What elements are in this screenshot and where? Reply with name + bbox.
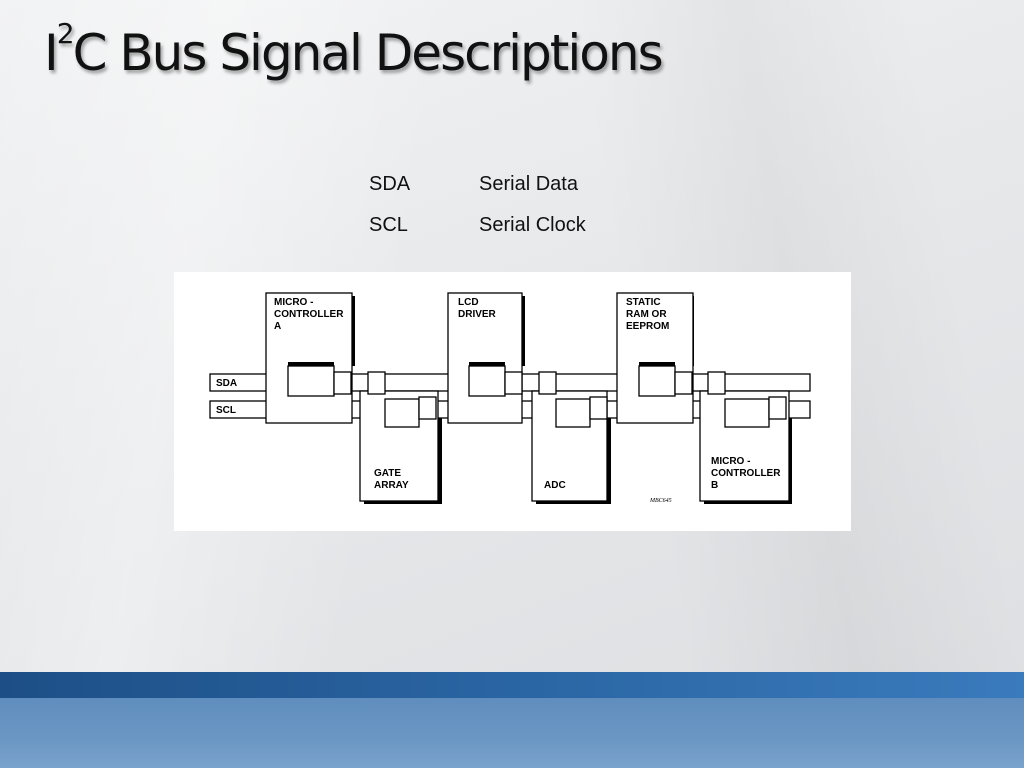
signal-desc: Serial Clock [479, 214, 586, 236]
device-label: B [711, 480, 718, 491]
device-lcd-driver: LCD DRIVER [447, 292, 525, 424]
figure-code-label: MBC645 [649, 497, 672, 504]
device-label: LCD [458, 297, 479, 308]
device-label: CONTROLLER [711, 468, 781, 479]
footer-band-light [0, 698, 1024, 768]
signal-desc: Serial Data [479, 173, 578, 195]
device-static-ram-eeprom: STATIC RAM OR EEPROM [616, 292, 694, 424]
device-microcontroller-b: MICRO - CONTROLLER B [699, 371, 792, 504]
slide-title: I2C Bus Signal Descriptions [44, 20, 664, 83]
signal-list: SDA Serial Data SCL Serial Clock [369, 164, 586, 246]
device-label: GATE [374, 468, 401, 479]
signal-abbr: SCL [369, 214, 408, 236]
device-label: CONTROLLER [274, 309, 344, 320]
device-label: MICRO - [274, 297, 313, 308]
device-label: ARRAY [374, 480, 409, 491]
bus-diagram-svg: SDA SCL MICRO - CONTROLLER A [209, 292, 811, 504]
device-label: DRIVER [458, 309, 497, 320]
i2c-bus-diagram: SDA SCL MICRO - CONTROLLER A [174, 272, 851, 531]
footer-band-dark [0, 672, 1024, 698]
device-group-bottom: GATE ARRAY ADC MICRO - CONTROLLER [359, 371, 792, 504]
device-label: MICRO - [711, 456, 750, 467]
device-label: RAM OR [626, 309, 667, 320]
device-label: EEPROM [626, 321, 669, 332]
signal-abbr: SDA [369, 173, 411, 195]
device-group-top: MICRO - CONTROLLER A LCD DRIVER [265, 292, 694, 424]
device-microcontroller-a: MICRO - CONTROLLER A [265, 292, 355, 424]
sda-line-label: SDA [216, 378, 237, 389]
signal-row-scl: SCL Serial Clock [369, 205, 586, 246]
device-label: ADC [544, 480, 566, 491]
title-rest: C Bus Signal Descriptions [72, 24, 664, 82]
device-gate-array: GATE ARRAY [359, 371, 442, 504]
device-label: STATIC [626, 297, 661, 308]
device-label: A [274, 321, 281, 332]
scl-line-label: SCL [216, 405, 236, 416]
signal-row-sda: SDA Serial Data [369, 164, 586, 205]
title-prefix: I [44, 24, 59, 82]
device-adc: ADC [531, 371, 611, 504]
title-superscript: 2 [56, 17, 75, 50]
